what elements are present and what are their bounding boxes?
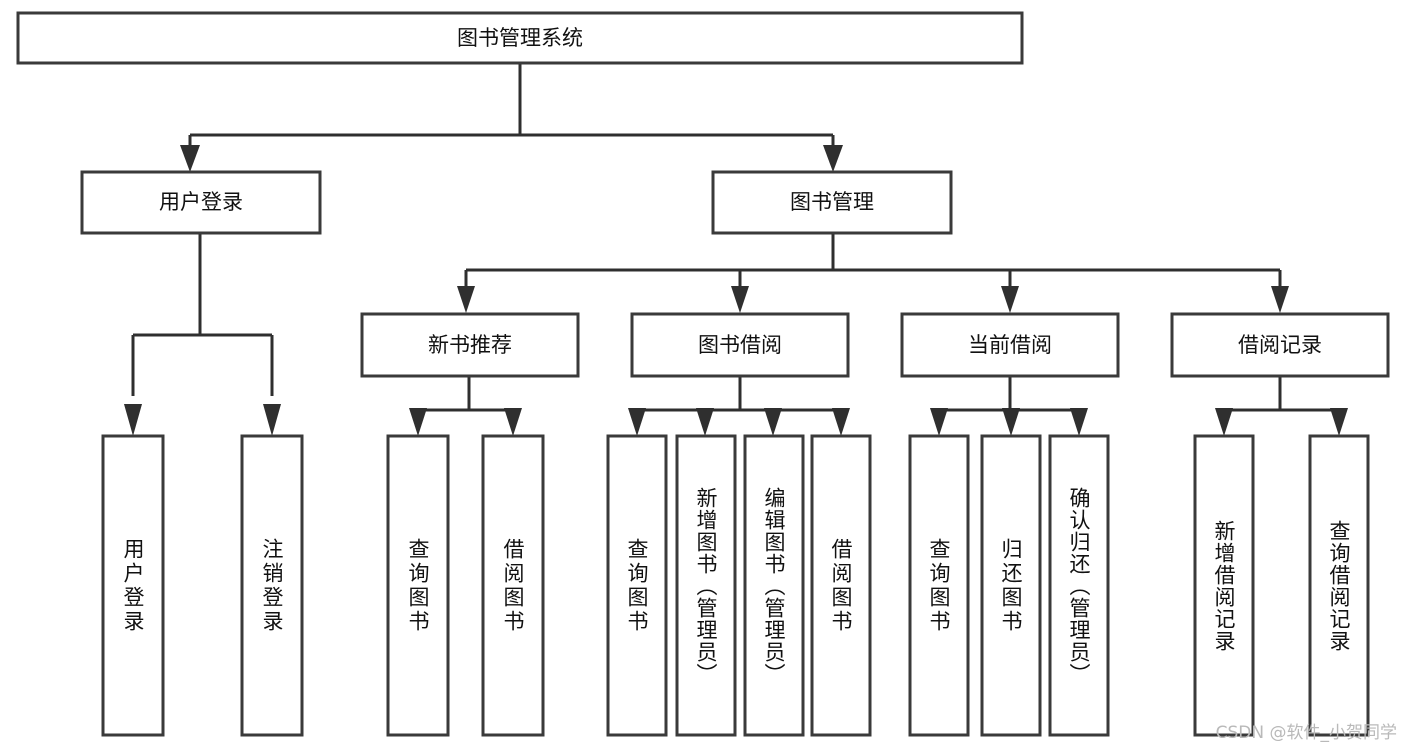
leaf-book-borrow-3-text-wrap: 编辑图书（管理员）	[762, 486, 786, 685]
leaf-user-login-1-label: 用户登录	[121, 537, 145, 634]
leaf-book-borrow-1[interactable]: 查询图书	[606, 434, 668, 737]
node-borrow-record[interactable]: 借阅记录	[1170, 312, 1390, 378]
leaf-new-book-2-text-wrap: 借阅图书	[501, 537, 525, 634]
arrow-currentborrow-leaf-1	[930, 408, 948, 436]
leaf-book-borrow-4-box[interactable]	[810, 434, 872, 737]
node-book-manage[interactable]: 图书管理	[711, 170, 953, 235]
leaf-current-borrow-1-label: 查询图书	[927, 537, 951, 634]
leaf-borrow-record-1-box[interactable]	[1193, 434, 1255, 737]
leaf-borrow-record-2-label: 查询借阅记录	[1327, 519, 1351, 652]
arrow-currentborrow-leaf-2	[1002, 408, 1020, 436]
node-root-label: 图书管理系统	[457, 26, 583, 50]
node-borrow-record-label: 借阅记录	[1238, 333, 1322, 357]
leaf-new-book-1[interactable]: 查询图书	[386, 434, 450, 737]
leaf-current-borrow-2-text-wrap: 归还图书	[999, 537, 1023, 634]
leaf-user-login-2-box[interactable]	[240, 434, 304, 737]
leaf-new-book-1-box[interactable]	[386, 434, 450, 737]
node-user-login[interactable]: 用户登录	[80, 170, 322, 235]
node-current-borrow-box[interactable]	[900, 312, 1120, 378]
leaf-current-borrow-3-text-wrap: 确认归还（管理员）	[1067, 486, 1091, 685]
leaf-book-borrow-3-box[interactable]	[743, 434, 805, 737]
node-borrow-record-box[interactable]	[1170, 312, 1390, 378]
node-new-book-recommend-label: 新书推荐	[428, 333, 512, 357]
node-book-manage-box[interactable]	[711, 170, 953, 235]
leaf-borrow-record-2-box[interactable]	[1308, 434, 1370, 737]
leaf-user-login-2-label: 注销登录	[260, 537, 284, 634]
arrow-newbook-leaf-2	[504, 408, 522, 436]
arrow-borrowrecord-leaf-1	[1215, 408, 1233, 436]
leaf-new-book-2-box[interactable]	[481, 434, 545, 737]
arrow-borrowrecord-leaf-2	[1330, 408, 1348, 436]
arrow-currentborrow-leaf-3	[1070, 408, 1088, 436]
leaf-current-borrow-2-label: 归还图书	[999, 537, 1023, 634]
leaf-book-borrow-1-label: 查询图书	[625, 537, 649, 634]
arrow-newbook-leaf-1	[409, 408, 427, 436]
leaf-current-borrow-3-box[interactable]	[1048, 434, 1110, 737]
leaf-book-borrow-2-label: 新增图书（管理员）	[694, 486, 718, 685]
leaf-user-login-1-text-wrap: 用户登录	[121, 537, 145, 634]
leaf-book-borrow-4-label: 借阅图书	[829, 537, 853, 634]
leaf-book-borrow-3-label: 编辑图书（管理员）	[762, 486, 786, 685]
leaf-book-borrow-2-text-wrap: 新增图书（管理员）	[694, 486, 718, 685]
leaf-book-borrow-4[interactable]: 借阅图书	[810, 434, 872, 737]
leaf-new-book-2-label: 借阅图书	[501, 537, 525, 634]
node-user-login-box[interactable]	[80, 170, 322, 235]
node-book-manage-label: 图书管理	[790, 190, 874, 214]
node-book-borrow-box[interactable]	[630, 312, 850, 378]
leaf-current-borrow-1-text-wrap: 查询图书	[927, 537, 951, 634]
leaf-borrow-record-2-text-wrap: 查询借阅记录	[1327, 519, 1351, 652]
leaf-current-borrow-1-box[interactable]	[908, 434, 970, 737]
arrow-userlogin-leaf-2	[263, 404, 281, 436]
leaf-borrow-record-1[interactable]: 新增借阅记录	[1193, 434, 1255, 737]
arrow-bookborrow-leaf-2	[696, 408, 714, 436]
node-user-login-label: 用户登录	[159, 190, 243, 214]
leaf-user-login-2-text-wrap: 注销登录	[260, 537, 284, 634]
leaf-new-book-1-text-wrap: 查询图书	[406, 537, 430, 634]
leaf-borrow-record-2[interactable]: 查询借阅记录	[1308, 434, 1370, 737]
arrow-to-new-book	[457, 286, 475, 313]
node-book-borrow-label: 图书借阅	[698, 333, 782, 357]
arrow-to-book-borrow	[731, 286, 749, 313]
arrow-bookborrow-leaf-1	[628, 408, 646, 436]
leaf-current-borrow-2-box[interactable]	[980, 434, 1042, 737]
leaf-current-borrow-3-label: 确认归还（管理员）	[1067, 486, 1091, 685]
arrow-to-borrow-record	[1271, 286, 1289, 313]
leaf-user-login-2[interactable]: 注销登录	[240, 434, 304, 737]
leaf-new-book-1-label: 查询图书	[406, 537, 430, 634]
leaf-book-borrow-1-box[interactable]	[606, 434, 668, 737]
leaf-user-login-1[interactable]: 用户登录	[101, 434, 165, 737]
leaf-borrow-record-1-text-wrap: 新增借阅记录	[1212, 519, 1236, 652]
leaf-book-borrow-2-box[interactable]	[675, 434, 737, 737]
node-book-borrow[interactable]: 图书借阅	[630, 312, 850, 378]
connector-layer	[124, 63, 1348, 436]
leaf-new-book-2[interactable]: 借阅图书	[481, 434, 545, 737]
leaf-book-borrow-4-text-wrap: 借阅图书	[829, 537, 853, 634]
node-new-book-recommend[interactable]: 新书推荐	[360, 312, 580, 378]
leaf-book-borrow-2[interactable]: 新增图书（管理员）	[675, 434, 737, 737]
node-new-book-recommend-box[interactable]	[360, 312, 580, 378]
leaf-current-borrow-3[interactable]: 确认归还（管理员）	[1048, 434, 1110, 737]
node-current-borrow[interactable]: 当前借阅	[900, 312, 1120, 378]
arrow-userlogin-leaf-1	[124, 404, 142, 436]
leaf-borrow-record-1-label: 新增借阅记录	[1212, 519, 1236, 652]
arrow-to-book-manage	[823, 145, 843, 172]
leaf-current-borrow-1[interactable]: 查询图书	[908, 434, 970, 737]
leaf-current-borrow-2[interactable]: 归还图书	[980, 434, 1042, 737]
leaf-book-borrow-1-text-wrap: 查询图书	[625, 537, 649, 634]
arrow-to-user-login	[180, 145, 200, 172]
node-root-box[interactable]	[16, 11, 1024, 65]
leaf-book-borrow-3[interactable]: 编辑图书（管理员）	[743, 434, 805, 737]
node-current-borrow-label: 当前借阅	[968, 333, 1052, 357]
arrow-bookborrow-leaf-4	[832, 408, 850, 436]
arrow-bookborrow-leaf-3	[764, 408, 782, 436]
arrow-to-current-borrow	[1001, 286, 1019, 313]
leaf-user-login-1-box[interactable]	[101, 434, 165, 737]
node-root[interactable]: 图书管理系统	[16, 11, 1024, 65]
